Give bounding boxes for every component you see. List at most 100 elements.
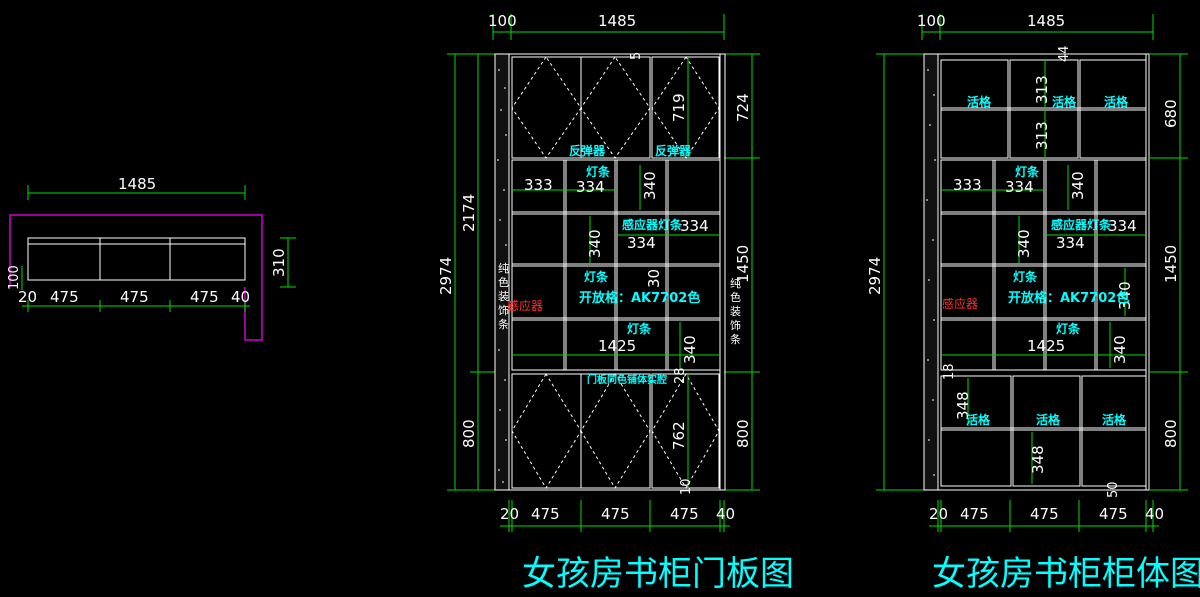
door-strip-3: 灯条 <box>627 321 652 336</box>
door-cell-30: 30 <box>645 269 663 288</box>
door-cell-334b: 334 <box>680 217 709 235</box>
body-348b: 348 <box>1029 445 1047 474</box>
door-28: 28 <box>673 367 688 384</box>
door-762: 762 <box>670 421 688 450</box>
body-shelf-d: 活格 <box>966 412 991 427</box>
body-334c: 334 <box>1056 234 1085 252</box>
door-right-1450: 1450 <box>734 245 752 283</box>
door-10: 10 <box>679 478 694 495</box>
body-sensor: 感应器 <box>942 296 978 311</box>
body-shelf-a: 活格 <box>967 94 992 109</box>
door-gap-5: 5 <box>629 52 644 60</box>
door-right-vtext-4: 条 <box>730 332 741 346</box>
body-340c: 340 <box>1116 281 1134 310</box>
plan-cabinet <box>27 237 246 281</box>
body-open-grid: 开放格：AK7702色 <box>1008 290 1129 306</box>
door-bot-475b: 475 <box>601 505 630 523</box>
door-left-vtext-4: 条 <box>498 317 509 331</box>
body-340d: 340 <box>1111 335 1129 364</box>
plan-view: 1485 310 100 20 475 475 475 40 <box>7 175 296 341</box>
body-313a: 313 <box>1033 75 1051 104</box>
body-50: 50 <box>1106 481 1121 498</box>
body-44: 44 <box>1057 45 1072 62</box>
body-strip-3: 灯条 <box>1056 321 1081 336</box>
body-bot-475a: 475 <box>960 505 989 523</box>
door-left-vtext-3: 饰 <box>498 303 509 317</box>
body-elevation: 100 1485 2974 680 1450 800 <box>866 12 1200 594</box>
door-719: 719 <box>670 93 688 122</box>
door-bot-20: 20 <box>500 505 519 523</box>
body-right-800: 800 <box>1162 419 1180 448</box>
body-313b: 313 <box>1033 121 1051 150</box>
body-348a: 348 <box>954 391 972 420</box>
plan-wall-outline <box>9 214 263 341</box>
door-1425: 1425 <box>598 337 636 355</box>
door-right-800: 800 <box>734 419 752 448</box>
body-right-680: 680 <box>1162 99 1180 128</box>
door-color-note: 门板同色铺体实腔 <box>587 373 667 386</box>
body-shelf-c: 活格 <box>1104 94 1129 109</box>
door-right-vtext-0: 纯 <box>730 277 741 290</box>
body-right-1450: 1450 <box>1162 245 1180 283</box>
body-shelf-f: 活格 <box>1102 412 1127 427</box>
body-top-1485: 1485 <box>1027 12 1065 30</box>
plan-depth-label: 310 <box>270 248 288 277</box>
door-cell-333: 333 <box>524 176 553 194</box>
body-334b: 334 <box>1108 217 1137 235</box>
body-bot-20: 20 <box>929 505 948 523</box>
body-total-height: 2974 <box>866 257 884 295</box>
plan-seg-3: 475 <box>190 288 219 306</box>
door-strip-1: 灯条 <box>586 164 611 179</box>
body-bot-40: 40 <box>1145 505 1164 523</box>
body-18: 18 <box>942 363 957 380</box>
door-flip-1: 反弹器 <box>569 143 606 158</box>
body-340a: 340 <box>1069 171 1087 200</box>
body-shelf-e: 活格 <box>1036 412 1061 427</box>
body-1425: 1425 <box>1027 337 1065 355</box>
body-333: 333 <box>953 176 982 194</box>
door-title: 女孩房书柜门板图 <box>522 554 794 594</box>
door-sensor-strip: 感应器灯条 <box>622 217 683 232</box>
door-total-height: 2974 <box>437 257 455 295</box>
door-upper-height: 2174 <box>460 194 478 232</box>
door-cell-340c: 340 <box>681 335 699 364</box>
plan-seg-1: 475 <box>50 288 79 306</box>
door-left-vtext-0: 纯 <box>498 262 509 275</box>
door-sensor: 感应器 <box>507 298 543 313</box>
body-strip-1: 灯条 <box>1015 164 1040 179</box>
door-elevation: 100 1485 2974 2174 800 724 1450 800 纯 色 <box>437 12 794 594</box>
door-right-vtext-3: 饰 <box>730 318 741 332</box>
plan-seg-0: 20 <box>18 288 37 306</box>
door-bot-40: 40 <box>716 505 735 523</box>
door-top-1485: 1485 <box>598 12 636 30</box>
body-bot-475b: 475 <box>1030 505 1059 523</box>
door-left-vtext-2: 装 <box>498 290 509 303</box>
body-bot-475c: 475 <box>1099 505 1128 523</box>
door-strip-2: 灯条 <box>584 269 609 284</box>
door-flip-2: 反弹器 <box>655 143 692 158</box>
body-title: 女孩房书柜柜体图 <box>932 554 1200 594</box>
door-cell-340b: 340 <box>586 229 604 258</box>
door-right-724: 724 <box>734 93 752 122</box>
door-right-vtext-1: 色 <box>730 290 741 304</box>
plan-left-gap: 100 <box>7 265 22 290</box>
door-cell-334: 334 <box>576 178 605 196</box>
plan-seg-4: 40 <box>231 288 250 306</box>
door-top-100: 100 <box>488 12 517 30</box>
plan-width-label: 1485 <box>118 175 156 193</box>
door-cell-334c: 334 <box>627 234 656 252</box>
body-334: 334 <box>1005 178 1034 196</box>
door-bot-475a: 475 <box>531 505 560 523</box>
door-right-vtext-2: 装 <box>730 305 741 318</box>
body-left-strip <box>923 53 939 491</box>
door-bot-475c: 475 <box>670 505 699 523</box>
door-open-grid: 开放格：AK7702色 <box>579 290 700 306</box>
body-top-100: 100 <box>917 12 946 30</box>
door-lower-height: 800 <box>460 419 478 448</box>
body-strip-2: 灯条 <box>1013 269 1038 284</box>
door-cell-340a: 340 <box>641 171 659 200</box>
body-340b: 340 <box>1015 229 1033 258</box>
body-shelf-b: 活格 <box>1052 94 1077 109</box>
plan-seg-2: 475 <box>120 288 149 306</box>
